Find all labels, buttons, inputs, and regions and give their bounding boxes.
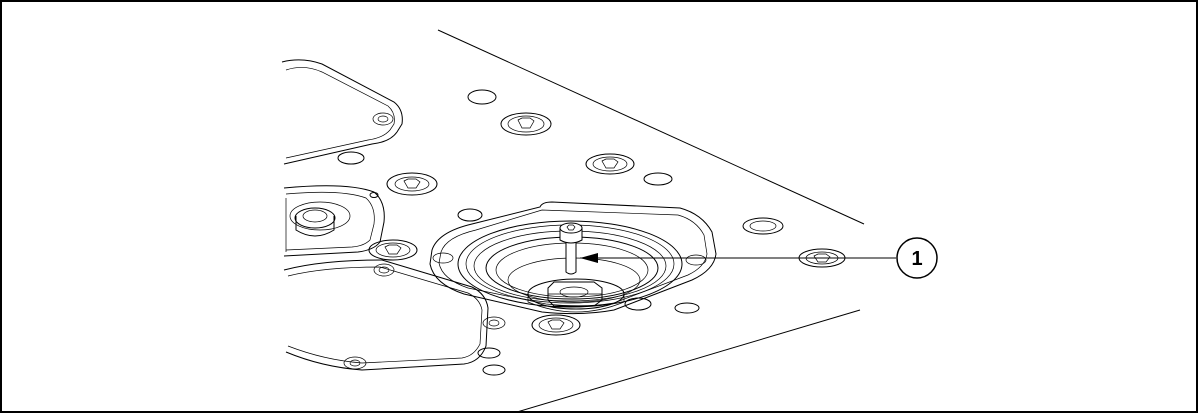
upper-left-cover [281,59,403,165]
callout-arrow-icon [580,253,598,263]
left-housing [283,185,385,257]
lower-left-cover [283,259,506,371]
plain-holes [337,89,700,376]
screw-icon [559,222,583,275]
callout-1: 1 [580,237,938,279]
counterbored-holes [368,112,846,336]
plate-outline [437,29,865,411]
callout-number: 1 [911,248,922,270]
callout-balloon [896,237,938,279]
